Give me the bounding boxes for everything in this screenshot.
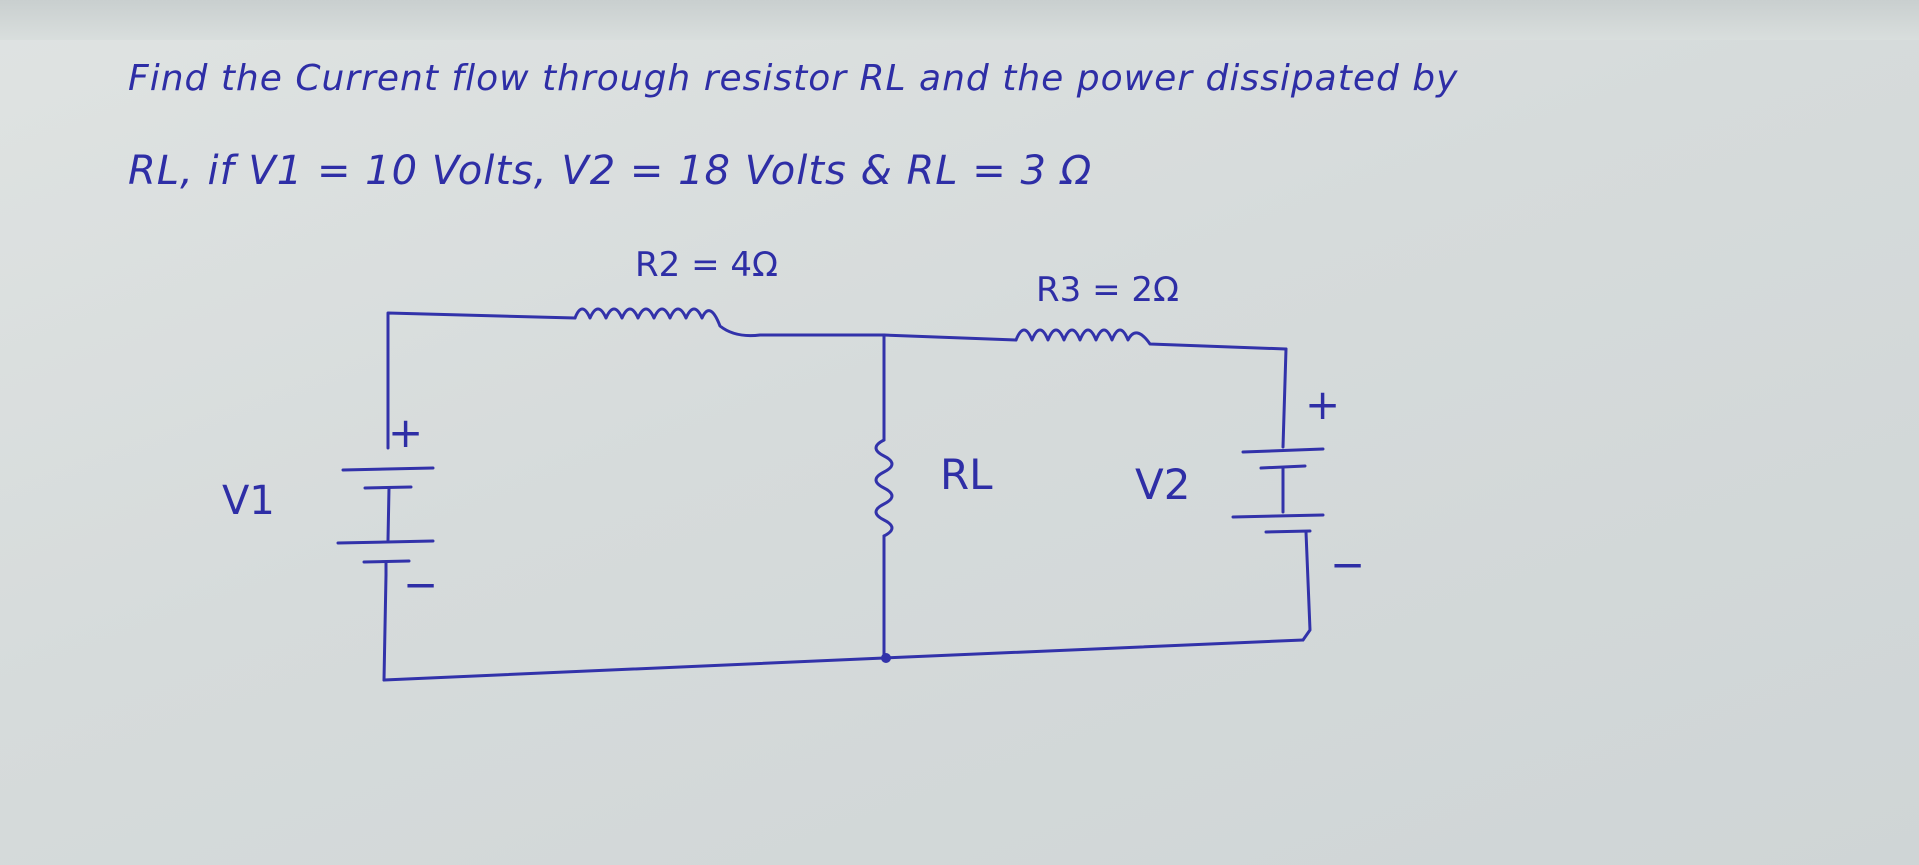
v2-minus-sign: −	[1330, 540, 1366, 589]
battery-v1-plate-long-1	[341, 466, 435, 472]
resistor-rl	[874, 438, 894, 538]
paper-top-edge	[0, 0, 1919, 40]
label-rl: RL	[940, 450, 993, 499]
wire-left-bottom	[382, 573, 388, 682]
battery-v1-plate-long-2	[336, 539, 435, 545]
wire-left-top	[386, 311, 577, 450]
battery-v2-plate-long-2	[1231, 513, 1325, 519]
battery-v2-plate-long-1	[1241, 447, 1325, 454]
wire-right-bottom	[1301, 530, 1312, 642]
v1-minus-sign: −	[403, 560, 439, 609]
label-v2: V2	[1135, 460, 1191, 509]
battery-v2-plate-short-2	[1264, 529, 1312, 534]
battery-v1-connector	[386, 486, 391, 542]
wire-bottom	[382, 638, 1305, 682]
junction-bottom	[881, 653, 891, 663]
problem-statement-line-2: RL, if V1 = 10 Volts, V2 = 18 Volts & RL…	[128, 148, 1093, 194]
v1-plus-sign: +	[388, 408, 424, 457]
label-v1: V1	[222, 478, 275, 524]
problem-statement-line-1: Find the Current flow through resistor R…	[128, 58, 1459, 99]
resistor-r2	[573, 307, 886, 338]
wire-right-top	[1281, 347, 1288, 449]
label-r3: R3 = 2Ω	[1036, 270, 1179, 310]
v2-plus-sign: +	[1305, 380, 1341, 429]
wire-top-middle	[882, 333, 1018, 342]
resistor-r3	[1014, 328, 1288, 351]
label-r2: R2 = 4Ω	[635, 245, 778, 285]
